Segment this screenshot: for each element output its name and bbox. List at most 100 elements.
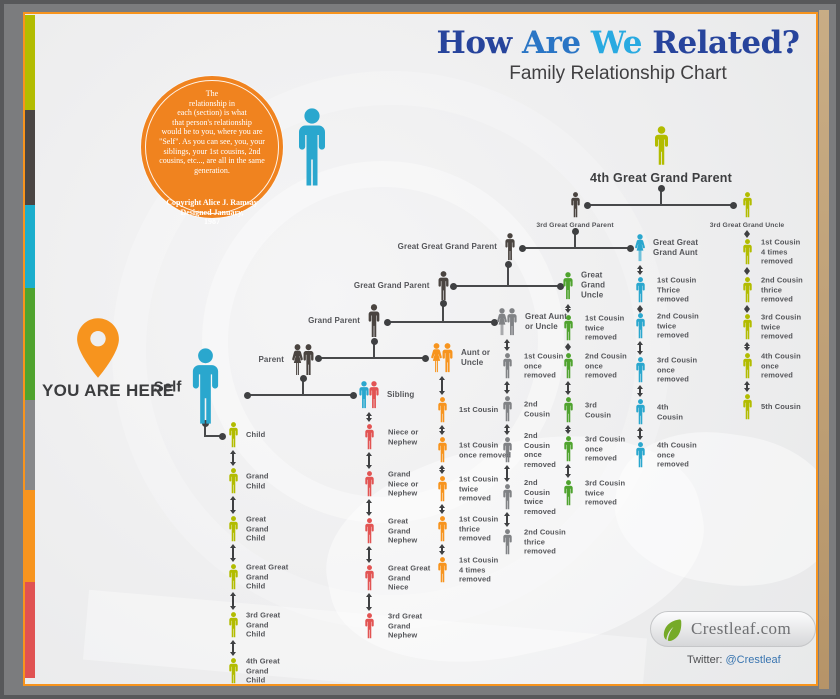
arrow-part (639, 431, 641, 436)
arrow-part (504, 339, 510, 343)
arrow-part (230, 558, 236, 562)
updown-arrow-icon (504, 381, 511, 394)
family-line (587, 204, 733, 206)
arrow-part (368, 550, 370, 559)
twitter-label: Twitter: (687, 654, 726, 666)
aunt-descendants-item-3-figure (437, 516, 448, 542)
arrow-part (366, 452, 372, 456)
family-line (247, 394, 353, 396)
aunt-descendants-item-2-label: 1st Cousin twice removed (459, 474, 499, 503)
arrow-part (565, 391, 571, 395)
arrow-part (232, 548, 234, 558)
third-great-grand-uncle-label: 3rd Great Grand Uncle (709, 222, 785, 229)
connector-dot (626, 244, 634, 252)
updown-arrow-icon (230, 544, 237, 562)
third-great-grand-uncle-descendants-item-2-label: 3rd Cousin twice removed (761, 312, 802, 341)
sibling-descendants-item-3-label: Great Great Grand Niece (388, 563, 431, 592)
aunt-descendants-item-4-figure (437, 557, 448, 583)
updown-arrow-icon (637, 385, 644, 397)
arrow-part (439, 470, 445, 474)
updown-arrow-icon (366, 499, 373, 516)
person-icon (742, 394, 753, 420)
connector-dot (349, 391, 357, 399)
twitter-handle[interactable]: @Crestleaf (725, 654, 781, 666)
arrow-part (637, 341, 643, 345)
person-icon (437, 557, 448, 583)
edge-stripe-0 (25, 15, 35, 110)
person-icon (634, 234, 646, 262)
arrow-part (504, 431, 510, 435)
arrow-part (439, 544, 445, 548)
arrow-part (639, 269, 641, 271)
great-grand-uncle-descendants-item-0-figure (563, 315, 574, 341)
great-aunt-descendants-item-3-label: 2nd Cousin twice removed (524, 477, 556, 516)
great-aunt-descendants-item-3-figure (502, 484, 513, 510)
connector-dot (439, 299, 447, 307)
third-great-grand-parent-label: 3rd Great Grand Parent (536, 222, 614, 229)
third-great-grand-uncle-descendants-item-1-figure (742, 277, 753, 303)
updown-arrow-icon (565, 304, 572, 313)
updown-arrow-icon (637, 341, 644, 355)
connector-dot (421, 354, 429, 362)
arrow-part (441, 508, 443, 510)
arrow-part (744, 267, 750, 271)
arrow-part (368, 503, 370, 512)
person-icon (635, 399, 646, 425)
connector-dot (314, 354, 322, 362)
brand-badge: Crestleaf.com (650, 611, 816, 647)
self-child-line (204, 423, 206, 437)
frame-highlight (819, 10, 829, 689)
updown-arrow-icon (744, 305, 751, 313)
great-great-grand-aunt-descendants-item-0-label: 1st Cousin Thrice removed (657, 275, 697, 304)
sibling-label: Sibling (387, 389, 415, 399)
family-line (522, 247, 630, 249)
person-icon (502, 353, 513, 379)
great-great-grand-aunt-descendants-item-3-figure (635, 399, 646, 425)
updown-arrow-icon (439, 504, 446, 514)
arrow-part (744, 347, 750, 351)
great-grand-parent-label: Great Grand Parent (353, 280, 430, 290)
great-great-grand-aunt-figure (634, 234, 646, 262)
grand-parent-figure (367, 304, 381, 338)
connector-dot (518, 244, 526, 252)
arrow-part (744, 388, 750, 392)
twitter-line: Twitter: @Crestleaf (687, 654, 781, 666)
great-aunt-or-uncle-label: Great Aunt or Uncle (525, 311, 568, 331)
person-icon (742, 353, 753, 379)
person-icon (742, 277, 753, 303)
person-icon (502, 484, 513, 510)
fourth-great-grand-parent-figure (653, 126, 670, 166)
arrow-part (366, 512, 372, 516)
arrow-part (504, 390, 510, 394)
arrow-part (565, 343, 571, 347)
third-great-grand-uncle-descendants-item-4-figure (742, 394, 753, 420)
arrow-part (504, 347, 510, 351)
connector-dot (657, 184, 665, 192)
updown-arrow-icon (504, 465, 511, 482)
great-great-grand-aunt-descendants-item-3-label: 4th Cousin (657, 402, 684, 421)
sibling-descendants-item-4-label: 3rd Great Grand Nephew (388, 611, 423, 640)
connector-dot (299, 374, 307, 382)
connector-dot (370, 337, 378, 345)
third-great-grand-uncle-descendants-item-1-label: 2nd Cousin thrice removed (761, 275, 803, 304)
connector-dot (729, 201, 737, 209)
self-descendants-item-1-label: Grand Child (246, 471, 269, 490)
person-icon (635, 357, 646, 383)
connector-dot (383, 318, 391, 326)
arrow-part (637, 436, 643, 440)
family-line-drop (442, 303, 444, 322)
arrow-part (744, 381, 750, 385)
arrow-part (565, 430, 571, 434)
family-line-drop (507, 264, 509, 286)
updown-arrow-icon (366, 412, 373, 422)
edge-stripe-4 (25, 400, 35, 490)
arrow-part (232, 500, 234, 510)
updown-arrow-icon (439, 544, 446, 555)
person-icon (742, 192, 753, 218)
arrow-part (230, 496, 236, 500)
edge-stripe-3 (25, 288, 35, 400)
updown-arrow-icon (504, 512, 511, 527)
edge-stripe-2 (25, 205, 35, 288)
great-grand-uncle-descendants-item-3-figure (563, 436, 574, 462)
parent-figure (291, 344, 315, 376)
